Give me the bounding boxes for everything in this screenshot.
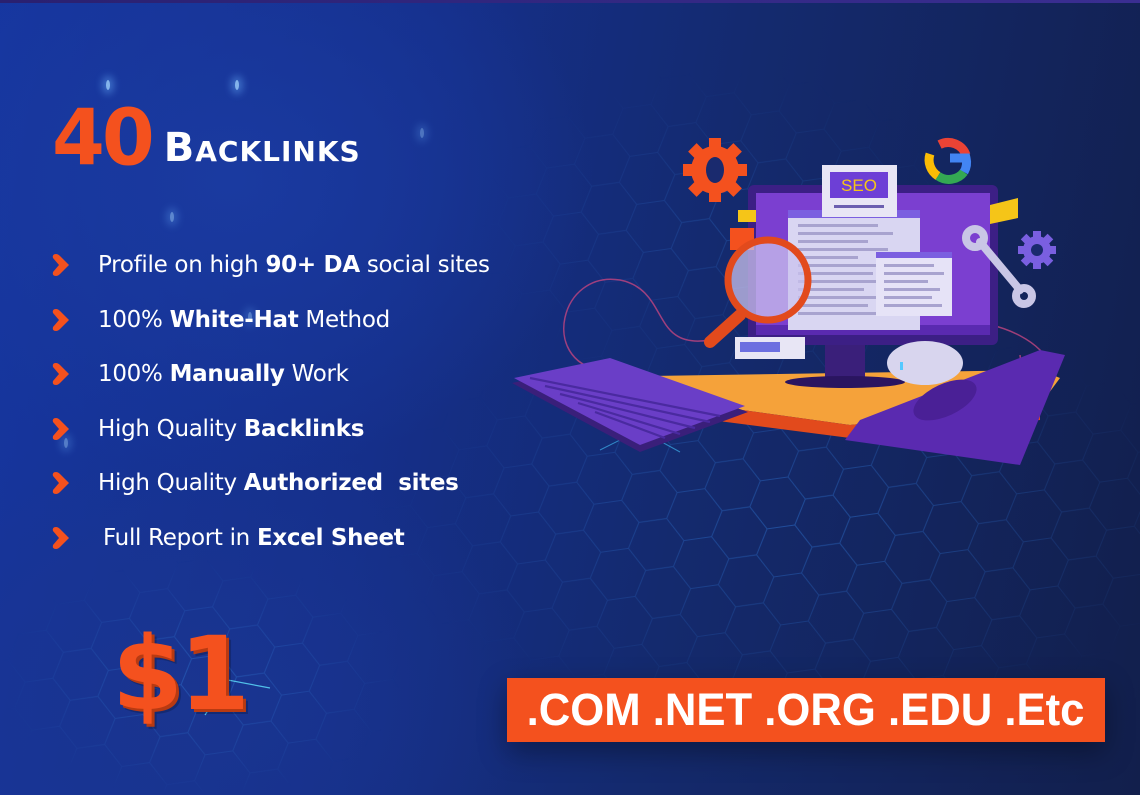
google-logo-icon <box>924 138 972 185</box>
feature-text: High Quality Backlinks <box>98 415 365 442</box>
price-label: $1 <box>112 615 250 734</box>
headline-word: Backlinks <box>163 125 361 171</box>
sparkle-light <box>106 80 110 90</box>
feature-text: High Quality Authorized sites <box>98 470 459 497</box>
domains-banner: .COM .NET .ORG .EDU .Etc <box>507 678 1105 742</box>
chevron-bullet-icon <box>52 363 69 386</box>
decor-square <box>738 210 756 222</box>
decor-flag <box>990 198 1018 224</box>
gear-icon <box>1018 231 1056 269</box>
wrench-icon <box>962 225 1036 308</box>
feature-item: Profile on high 90+ DA social sites <box>50 238 490 293</box>
feature-list: Profile on high 90+ DA social sites 100%… <box>50 238 490 565</box>
feature-item: High Quality Authorized sites <box>50 456 490 511</box>
headline-number: 40 <box>52 92 155 183</box>
seo-illustration: SEO <box>512 138 1065 465</box>
feature-item: 100% Manually Work <box>50 347 490 402</box>
sparkle-light <box>64 438 68 448</box>
mouse-icon <box>887 341 963 385</box>
seo-card-icon: SEO <box>822 165 897 217</box>
chevron-bullet-icon <box>52 472 69 495</box>
feature-item: Full Report in Excel Sheet <box>50 511 490 566</box>
domains-text: .COM .NET .ORG .EDU .Etc <box>527 684 1085 735</box>
feature-text: Full Report in Excel Sheet <box>103 524 405 551</box>
feature-text: 100% White-Hat Method <box>98 306 390 333</box>
chevron-bullet-icon <box>52 254 69 277</box>
sparkle-light <box>170 212 174 222</box>
gear-icon <box>683 138 747 202</box>
chevron-bullet-icon <box>52 308 69 331</box>
sparkle-light <box>235 80 239 90</box>
keyboard-icon <box>512 358 748 452</box>
svg-text:SEO: SEO <box>841 176 877 195</box>
sparkle-light <box>420 128 424 138</box>
magnifier-icon <box>704 236 812 348</box>
chevron-bullet-icon <box>52 526 69 549</box>
sparkle-light <box>248 312 252 322</box>
headline: 40 Backlinks <box>52 92 361 183</box>
feature-item: High Quality Backlinks <box>50 402 490 457</box>
feature-text: 100% Manually Work <box>98 361 349 388</box>
chevron-bullet-icon <box>52 417 69 440</box>
feature-item: 100% White-Hat Method <box>50 293 490 348</box>
feature-text: Profile on high 90+ DA social sites <box>98 252 490 279</box>
